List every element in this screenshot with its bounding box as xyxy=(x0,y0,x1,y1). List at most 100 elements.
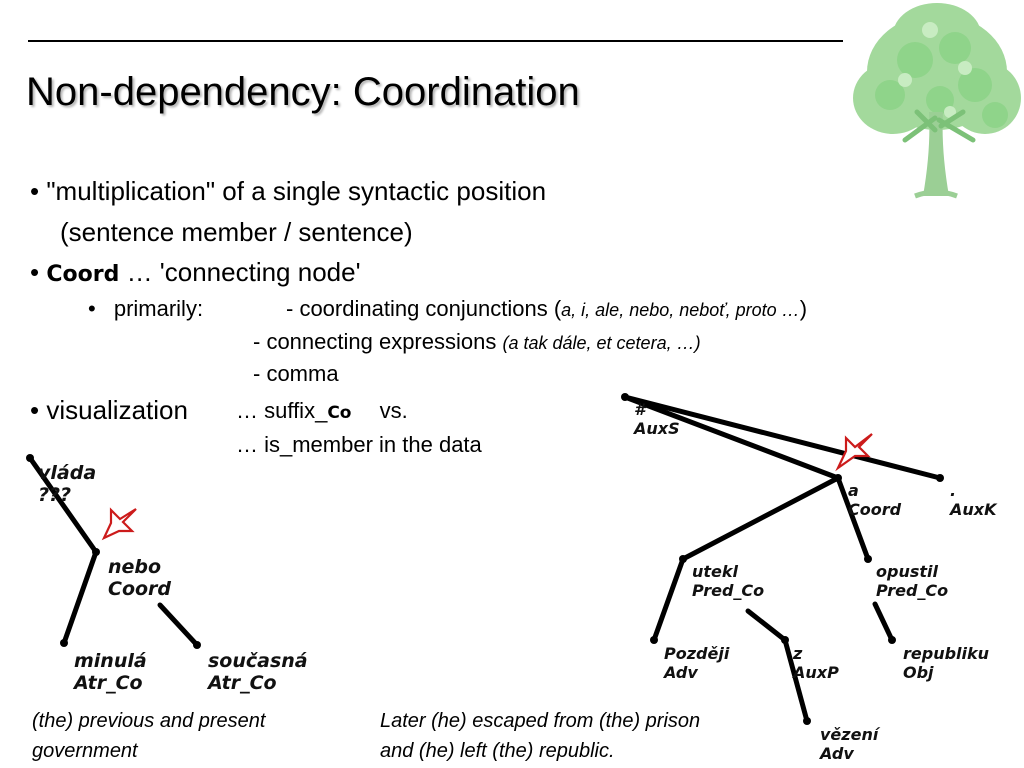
word: republiku xyxy=(903,644,990,663)
conjunctions-text: - coordinating conjunctions ( xyxy=(286,296,562,321)
word: nebo xyxy=(108,556,162,578)
tag: Pred_Co xyxy=(876,580,949,600)
comma-text: - comma xyxy=(253,361,339,386)
arrow-icon xyxy=(101,507,137,541)
primarily-label: primarily: xyxy=(113,296,204,321)
sub-bullet-dot: • xyxy=(88,296,96,321)
tag: AuxK xyxy=(950,499,997,519)
edge-root-a xyxy=(622,394,841,481)
conjunctions-close: ) xyxy=(799,296,808,321)
tag: AuxS xyxy=(634,418,680,438)
node-opustil xyxy=(864,555,872,563)
suffix-text: … suffix_ xyxy=(236,398,328,423)
expressions-text: - connecting expressions xyxy=(253,329,497,354)
node-label-z: z AuxP xyxy=(793,644,839,683)
caption-line: Later (he) escaped from (the) prison xyxy=(380,710,701,732)
bullet-multiplication: • "multiplication" of a single syntactic… xyxy=(30,178,546,204)
caption-line: and (he) left (the) republic. xyxy=(380,740,615,762)
word: z xyxy=(793,644,803,663)
edge-nebo-minula xyxy=(61,549,99,646)
word: vláda xyxy=(38,462,97,484)
word: vězení xyxy=(820,725,879,744)
node-label-utekl: utekl Pred_Co xyxy=(692,562,765,601)
node-label-opustil: opustil Pred_Co xyxy=(876,562,949,601)
expressions-examples: (a tak dále, et cetera, …) xyxy=(502,333,701,353)
node-label-dot: . AuxK xyxy=(950,481,997,520)
bullet-multiplication-cont: (sentence member / sentence) xyxy=(60,219,413,245)
tag: Adv xyxy=(820,743,854,763)
node-minula xyxy=(60,639,68,647)
node-pozdeji xyxy=(650,636,658,644)
right-tree-caption: Later (he) escaped from (the) prison and… xyxy=(380,706,700,766)
word: a xyxy=(848,481,859,500)
node-label-nebo: nebo Coord xyxy=(108,556,171,601)
sub-line-expressions: - connecting expressions (a tak dále, et… xyxy=(253,331,701,353)
node-label-republiku: republiku Obj xyxy=(903,644,990,683)
edge-root-dot xyxy=(622,394,943,481)
bullet-dot: • xyxy=(30,257,40,287)
node-utekl xyxy=(679,555,687,563)
visualization-label: • visualization xyxy=(30,395,188,425)
word: Později xyxy=(664,644,730,663)
node-soucasna xyxy=(193,641,201,649)
edge-vlada-nebo xyxy=(27,455,99,555)
word: . xyxy=(950,481,957,500)
node-a xyxy=(834,474,842,482)
tag: Coord xyxy=(108,578,172,601)
edge-utekl-z xyxy=(745,608,788,643)
bullet-multiplication-text: • "multiplication" of a single syntactic… xyxy=(30,176,547,206)
word: současná xyxy=(208,650,308,672)
suffix-co: Co xyxy=(327,403,352,423)
edge-opustil-republiku xyxy=(872,601,895,643)
node-vlada xyxy=(26,454,34,462)
bullet-visualization: • visualization xyxy=(30,397,188,423)
tree-icon xyxy=(853,3,1021,199)
edge-nebo-soucasna xyxy=(157,602,200,648)
word: minulá xyxy=(74,650,147,672)
node-republiku xyxy=(888,636,896,644)
coord-description: … 'connecting node' xyxy=(126,257,361,287)
left-tree-caption: (the) previous and present government xyxy=(32,706,265,766)
node-dot xyxy=(936,474,944,482)
conjunctions-examples: a, i, ale, nebo, neboť, proto … xyxy=(561,300,800,320)
tag: Atr_Co xyxy=(208,672,277,695)
node-label-vezeni: vězení Adv xyxy=(820,725,879,764)
visualization-suffix: … suffix_Co vs. xyxy=(236,400,408,422)
tag: Pred_Co xyxy=(692,580,765,600)
word: # xyxy=(634,400,646,419)
slide-title: Non-dependency: Coordination xyxy=(26,70,580,114)
title-rule xyxy=(28,40,843,42)
node-label-pozdeji: Později Adv xyxy=(664,644,730,683)
node-label-minula: minulá Atr_Co xyxy=(74,650,147,695)
bullet-multiplication-cont-text: (sentence member / sentence) xyxy=(60,217,413,247)
node-label-soucasna: současná Atr_Co xyxy=(208,650,308,695)
visualization-is-member: … is_member in the data xyxy=(236,434,482,456)
edge-z-vezeni xyxy=(782,637,810,724)
node-vezeni xyxy=(803,717,811,725)
sub-line-comma: - comma xyxy=(253,363,339,385)
coord-term: Coord xyxy=(46,262,120,287)
caption-line: (the) previous and present xyxy=(32,710,266,732)
sub-bullet-primarily: • primarily: xyxy=(88,298,203,320)
bullet-coord: • Coord … 'connecting node' xyxy=(30,259,361,286)
word: opustil xyxy=(876,562,938,581)
word: utekl xyxy=(692,562,739,581)
tag: Obj xyxy=(903,662,934,682)
node-z xyxy=(781,636,789,644)
vs-text: vs. xyxy=(379,398,408,423)
sub-line-conjunctions: - coordinating conjunctions (a, i, ale, … xyxy=(286,298,807,320)
node-label-vlada: vláda ??? xyxy=(38,462,96,507)
tag: Adv xyxy=(664,662,698,682)
edge-utekl-pozdeji xyxy=(651,556,686,643)
tag: AuxP xyxy=(793,662,839,682)
edge-a-utekl xyxy=(680,475,841,562)
is-member-text: … is_member in the data xyxy=(236,432,482,457)
edge-a-opustil xyxy=(835,475,871,562)
tag: ??? xyxy=(38,484,72,507)
node-label-root: # AuxS xyxy=(634,400,680,439)
node-label-a: a Coord xyxy=(848,481,902,520)
node-root xyxy=(621,393,629,401)
node-nebo xyxy=(92,548,100,556)
tag: Coord xyxy=(848,499,902,519)
